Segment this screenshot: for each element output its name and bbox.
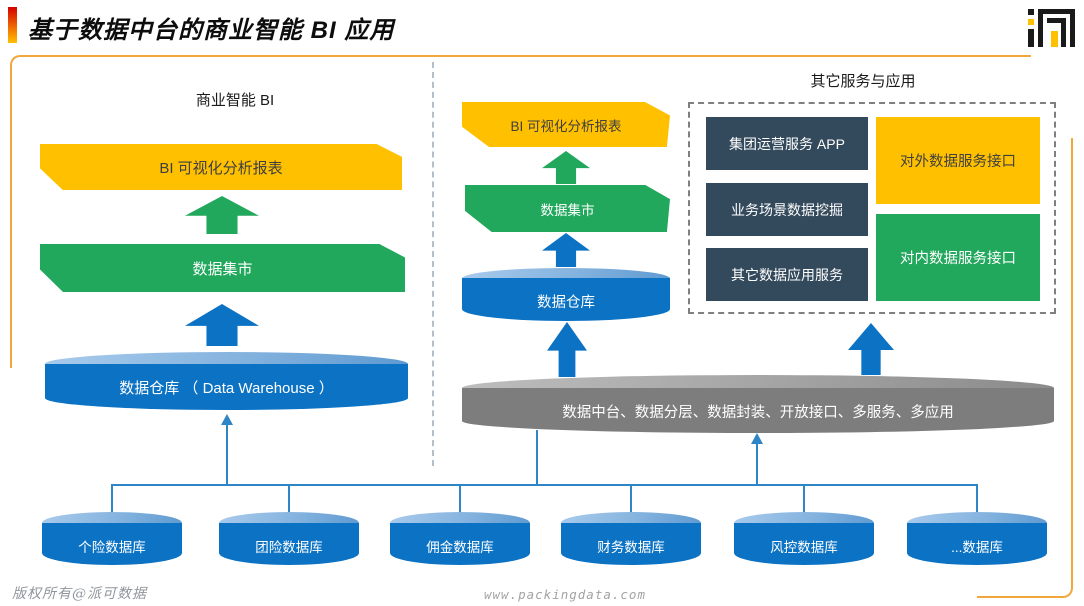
cylinder-body xyxy=(734,523,874,565)
cylinder-label: 数据仓库 xyxy=(537,295,595,311)
connector-line xyxy=(536,430,538,485)
connector-line xyxy=(803,484,805,514)
platform-label: 数据中台、数据分层、数据封装、开放接口、多服务、多应用 xyxy=(562,405,954,421)
cylinder-label: ...数据库 xyxy=(951,540,1003,555)
cylinder-label: 团险数据库 xyxy=(255,540,323,555)
arrowhead-icon xyxy=(221,414,233,425)
section-divider xyxy=(432,62,434,466)
arrowhead-icon xyxy=(751,433,763,444)
internal-api-box: 对内数据服务接口 xyxy=(876,214,1040,301)
connector-line xyxy=(756,443,758,485)
mid-mart-banner: 数据集市 xyxy=(465,185,670,232)
database-cylinder: 财务数据库 xyxy=(561,512,701,565)
connector-line xyxy=(111,484,113,514)
data-platform-cylinder: 数据中台、数据分层、数据封装、开放接口、多服务、多应用 xyxy=(462,375,1054,433)
connector-line xyxy=(630,484,632,514)
database-cylinder: 佣金数据库 xyxy=(390,512,530,565)
service-item: 业务场景数据挖掘 xyxy=(706,183,868,236)
cylinder-body xyxy=(219,523,359,565)
frame-bottom-right xyxy=(977,138,1073,598)
connector-bus xyxy=(111,484,978,486)
cylinder-body xyxy=(390,523,530,565)
connector-line xyxy=(459,484,461,514)
cylinder-label: 财务数据库 xyxy=(597,540,665,555)
packingdata-logo-icon xyxy=(1028,6,1084,50)
bi-warehouse-cylinder: 数据仓库 （ Data Warehouse ） xyxy=(45,352,408,410)
bi-report-banner: BI 可视化分析报表 xyxy=(40,144,402,190)
cylinder-body xyxy=(561,523,701,565)
services-dashed-box xyxy=(688,102,1056,314)
connector-line xyxy=(976,484,978,514)
service-item: 其它数据应用服务 xyxy=(706,248,868,301)
cylinder-body xyxy=(462,278,670,321)
cylinder-label: 风控数据库 xyxy=(770,540,838,555)
connector-line xyxy=(226,424,228,485)
bi-mart-banner: 数据集市 xyxy=(40,244,405,292)
title-accent-bar xyxy=(8,7,17,43)
cylinder-body xyxy=(462,388,1054,433)
frame-top-left xyxy=(10,55,1031,368)
database-cylinder: 团险数据库 xyxy=(219,512,359,565)
mid-warehouse-cylinder: 数据仓库 xyxy=(462,268,670,321)
cylinder-body xyxy=(45,364,408,410)
cylinder-body xyxy=(42,523,182,565)
copyright-text: 版权所有@派可数据 xyxy=(12,586,147,602)
cylinder-label: 佣金数据库 xyxy=(426,540,494,555)
services-section-title: 其它服务与应用 xyxy=(810,73,916,90)
website-text: www.packingdata.com xyxy=(484,587,646,602)
cylinder-label: 个险数据库 xyxy=(78,540,146,555)
cylinder-body xyxy=(907,523,1047,565)
mid-report-banner: BI 可视化分析报表 xyxy=(462,102,670,147)
database-cylinder: ...数据库 xyxy=(907,512,1047,565)
connector-line xyxy=(288,484,290,514)
database-cylinder: 个险数据库 xyxy=(42,512,182,565)
service-item: 集团运营服务 APP xyxy=(706,117,868,170)
cylinder-label: 数据仓库 （ Data Warehouse ） xyxy=(119,380,334,397)
database-cylinder: 风控数据库 xyxy=(734,512,874,565)
external-api-box: 对外数据服务接口 xyxy=(876,117,1040,204)
bi-section-title: 商业智能 BI xyxy=(195,92,275,109)
page-title: 基于数据中台的商业智能 BI 应用 xyxy=(28,17,395,44)
